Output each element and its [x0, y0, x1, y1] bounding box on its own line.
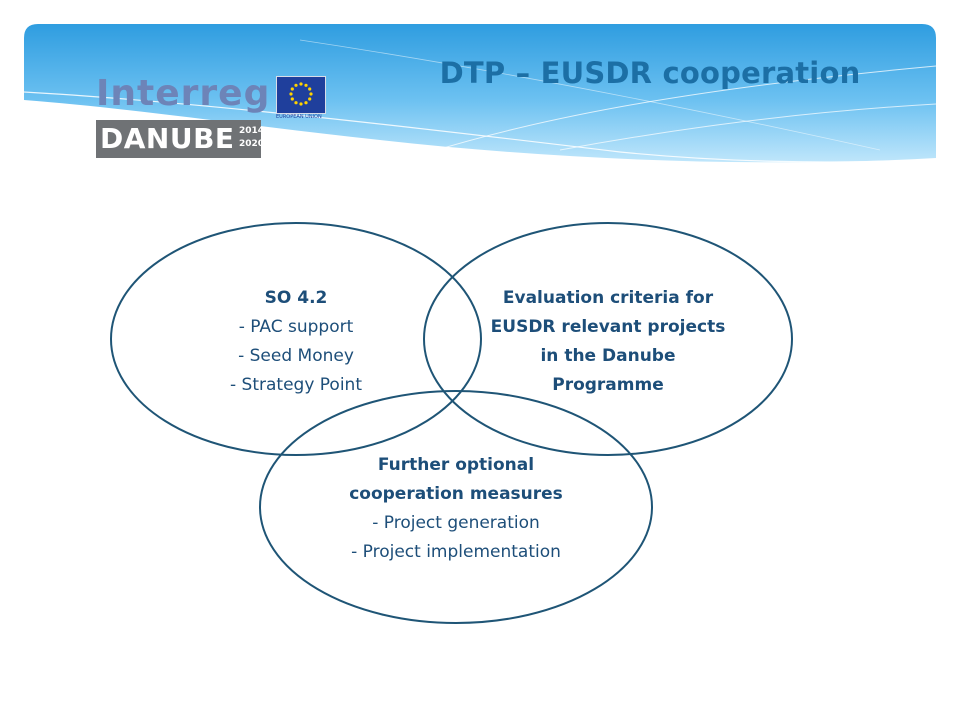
banner-swoosh-line — [559, 103, 937, 151]
venn-right-line: Programme — [552, 375, 664, 395]
banner-swoosh-line — [23, 91, 937, 163]
venn-left-item: - Strategy Point — [230, 375, 362, 395]
banner-swoosh-line — [299, 39, 881, 151]
venn-right-line: Evaluation criteria for — [502, 288, 714, 308]
eu-flag-icon — [276, 76, 326, 114]
venn-left-label: SO 4.2 - PAC support - Seed Money - Stra… — [196, 284, 396, 400]
venn-bottom-heading: cooperation measures — [349, 484, 563, 504]
venn-bottom-item: - Project generation — [372, 513, 540, 533]
danube-logo-years: 2014 2020 — [239, 125, 265, 151]
danube-logo: DANUBE 2014 2020 — [96, 120, 265, 158]
venn-bottom-label: Further optional cooperation measures - … — [306, 451, 606, 567]
eu-caption: EUROPEAN UNION — [276, 114, 322, 120]
venn-left-heading: SO 4.2 — [264, 288, 328, 308]
venn-left-item: - PAC support — [238, 317, 354, 337]
banner-shape — [24, 24, 936, 163]
interreg-logo-text: Interreg — [96, 73, 271, 114]
year-end: 2020 — [239, 139, 265, 149]
venn-right-line: in the Danube — [540, 346, 676, 366]
venn-left-item: - Seed Money — [238, 346, 354, 366]
venn-circle-left — [110, 222, 482, 456]
header-banner — [23, 24, 937, 163]
venn-bottom-heading: Further optional — [377, 455, 535, 475]
venn-circle-bottom — [259, 390, 653, 624]
danube-logo-text: DANUBE — [100, 122, 235, 155]
venn-right-line: EUSDR relevant projects — [490, 317, 726, 337]
venn-right-label: Evaluation criteria for EUSDR relevant p… — [470, 284, 746, 400]
slide-title: DTP – EUSDR cooperation — [439, 56, 861, 90]
year-start: 2014 — [239, 126, 265, 136]
venn-bottom-item: - Project implementation — [351, 542, 561, 562]
venn-circle-right — [423, 222, 793, 456]
